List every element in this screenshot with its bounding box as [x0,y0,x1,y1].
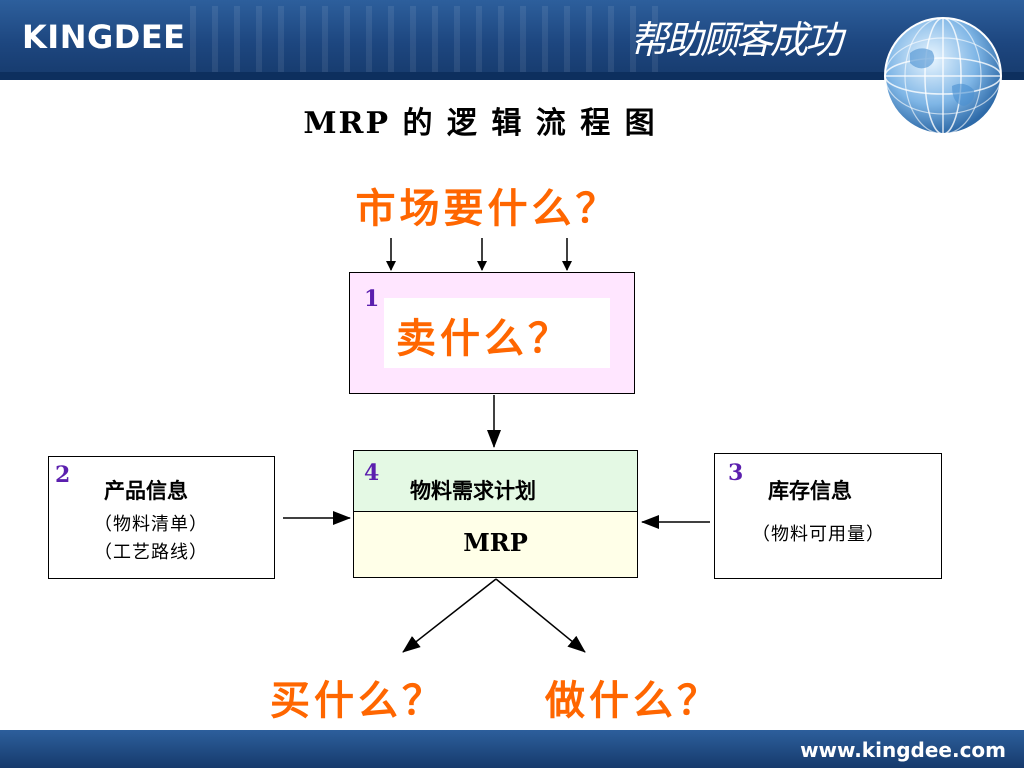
box3-sub-available: （物料可用量） [752,524,885,545]
page-title: MRP 的 逻 辑 流 程 图 [303,106,657,141]
header-stripe [0,72,1024,80]
arrow-to-buy [402,578,497,653]
box2-label: 产品信息 [104,478,188,503]
box2-sub-routing: （工艺路线） [94,542,208,563]
question-market: 市场要什么？ [355,185,620,232]
question-make: 做什么？ [545,677,721,724]
header-decoration [190,6,660,74]
box2-sub-bom: （物料清单） [94,514,208,535]
box1-number: 1 [364,286,380,312]
slogan-handwriting: 帮助顾客成功 [630,18,843,62]
footer-banner: www.kingdee.com [0,730,1024,768]
header-banner: KINGDEE 帮助顾客成功 [0,0,1024,80]
box-mrp-bottom [353,512,638,578]
box3-label: 库存信息 [768,478,852,503]
footer-url: www.kingdee.com [800,738,1006,762]
box-mrp-top [353,450,638,512]
kingdee-logo: KINGDEE [22,18,186,56]
sell-overlay: 卖什么？ [384,298,610,368]
arrow-to-make [495,578,586,653]
question-buy: 买什么？ [270,677,446,724]
question-sell: 卖什么？ [396,315,572,362]
box4-label: 物料需求计划 [410,478,536,503]
globe-icon [884,17,1002,135]
box4-number: 4 [364,460,380,486]
box3-number: 3 [728,460,744,486]
box-product-info [48,456,275,579]
box4-sub-mrp: MRP [463,528,528,557]
box-inventory-info [714,453,942,579]
box2-number: 2 [55,462,71,488]
